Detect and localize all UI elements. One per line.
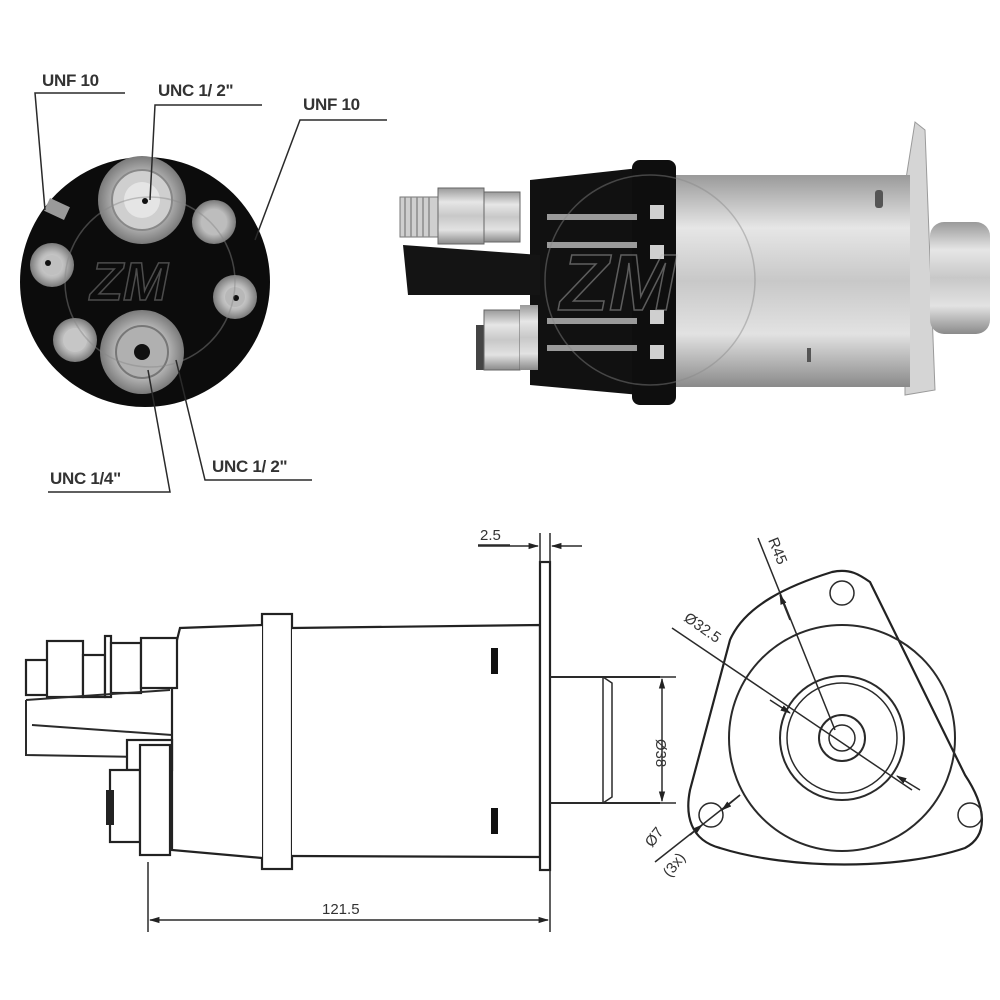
terminal-tab — [403, 245, 540, 295]
mounting-flange-plate — [538, 560, 552, 872]
dim-plunger-diameter: Ø38 — [652, 676, 676, 804]
side-elevation-drawing — [24, 560, 660, 872]
top-nut-2 — [483, 191, 521, 243]
leader-unf10-right — [254, 119, 387, 241]
terminal-small-left — [30, 243, 74, 287]
label-unc-half-bottom: UNC 1/ 2" — [212, 457, 287, 476]
top-nut-1 — [437, 187, 485, 245]
can-body-outline — [291, 623, 542, 859]
triangular-flange-outline — [687, 569, 983, 866]
label-unf10-right: UNF 10 — [303, 95, 360, 114]
bottom-nut — [483, 309, 521, 371]
watermark-logo: ZM — [64, 196, 236, 368]
dim-overall-length-value: 121.5 — [322, 901, 360, 918]
plunger-stub — [930, 222, 990, 334]
watermark-logo-side: ZM — [544, 174, 756, 386]
terminal-small-top-right — [192, 200, 236, 244]
end-view-photo: ZM — [20, 156, 270, 407]
leader-unf10-left — [34, 92, 125, 211]
mount-hole-left — [698, 802, 724, 828]
dim-overall-length: 121.5 — [147, 862, 551, 932]
solenoid-can — [665, 175, 910, 387]
leader-unc-quarter — [48, 369, 171, 493]
terminal-small-bottom-left — [53, 318, 97, 362]
can-outer-circle — [728, 624, 956, 852]
side-view-photo: ZM — [399, 121, 990, 405]
cap-body-outline — [170, 623, 263, 860]
label-unc-quarter: UNC 1/4" — [50, 469, 121, 488]
bracket-outline — [25, 689, 173, 758]
bottom-nut-outline — [108, 768, 142, 844]
svg-text:ZM: ZM — [558, 238, 678, 327]
leader-unc-half-top — [149, 104, 262, 201]
end-view-callouts: UNF 10 UNC 1/ 2" UNF 10 UNC 1/4" UNC 1/ … — [34, 71, 387, 493]
mount-hole-right — [957, 802, 983, 828]
svg-text:ZM: ZM — [88, 252, 169, 312]
front-flange-view: R45 Ø32.5 Ø7 (3x) — [642, 535, 983, 880]
label-unf10-left: UNF 10 — [42, 71, 99, 90]
label-unc-half-top: UNC 1/ 2" — [158, 81, 233, 100]
terminal-bottom-large — [100, 310, 184, 394]
dim-flange-thickness-value: 2.5 — [480, 527, 501, 544]
dim-hole-diameter-value: Ø7 — [642, 824, 668, 850]
dim-plunger-diameter-value: Ø38 — [652, 739, 669, 767]
plunger-outer-circle — [779, 675, 905, 801]
top-nut-outline — [45, 639, 85, 699]
dim-flange-thickness: 2.5 — [478, 527, 582, 562]
terminal-cap — [530, 168, 640, 395]
leader-unc-half-bottom — [175, 359, 312, 481]
cap-flange-rim — [260, 612, 294, 871]
terminal-small-right — [213, 275, 257, 319]
terminal-top-large — [98, 156, 186, 244]
mount-hole-top — [829, 580, 855, 606]
dim-bolt-circle-value: Ø32.5 — [681, 609, 724, 646]
